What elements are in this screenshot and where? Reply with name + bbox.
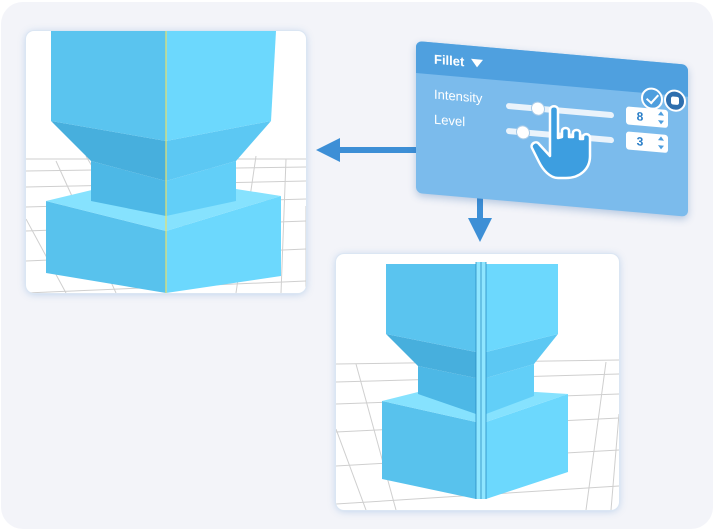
level-value: 3 xyxy=(636,134,644,149)
taper-left-face xyxy=(386,334,476,378)
arrow-left-icon xyxy=(316,138,418,162)
model-filleted-svg xyxy=(336,262,619,510)
pointing-hand-icon xyxy=(530,105,592,180)
level-stepper-icon[interactable] xyxy=(657,136,666,151)
bottom-box-left-face xyxy=(382,401,476,499)
viewport-after-fillet xyxy=(336,254,619,510)
column-right-face xyxy=(486,264,558,352)
level-number-input[interactable]: 3 xyxy=(626,131,668,154)
bottom-box-right-face xyxy=(166,196,281,293)
intensity-label: Intensity xyxy=(434,86,483,106)
bottom-box-right-face xyxy=(486,394,568,499)
chevron-down-icon[interactable] xyxy=(471,58,483,68)
neck-right-face xyxy=(486,364,534,414)
intensity-value: 8 xyxy=(636,109,644,124)
neck-left-face xyxy=(418,366,476,414)
neck-left-face xyxy=(91,161,166,216)
column-left-face xyxy=(51,31,166,141)
model-sharp-svg xyxy=(26,31,306,293)
column-right-face xyxy=(166,31,276,141)
fillet-edge-lines xyxy=(475,262,487,499)
level-label: Level xyxy=(434,111,466,130)
panel-title: Fillet xyxy=(434,51,465,70)
bottom-box-left-face xyxy=(46,201,166,293)
viewport-before-fillet xyxy=(26,31,306,293)
intensity-stepper-icon[interactable] xyxy=(657,111,666,126)
column-left-face xyxy=(386,264,476,352)
intensity-number-input[interactable]: 8 xyxy=(626,106,668,129)
taper-right-face xyxy=(486,334,558,378)
neck-right-face xyxy=(166,161,236,216)
